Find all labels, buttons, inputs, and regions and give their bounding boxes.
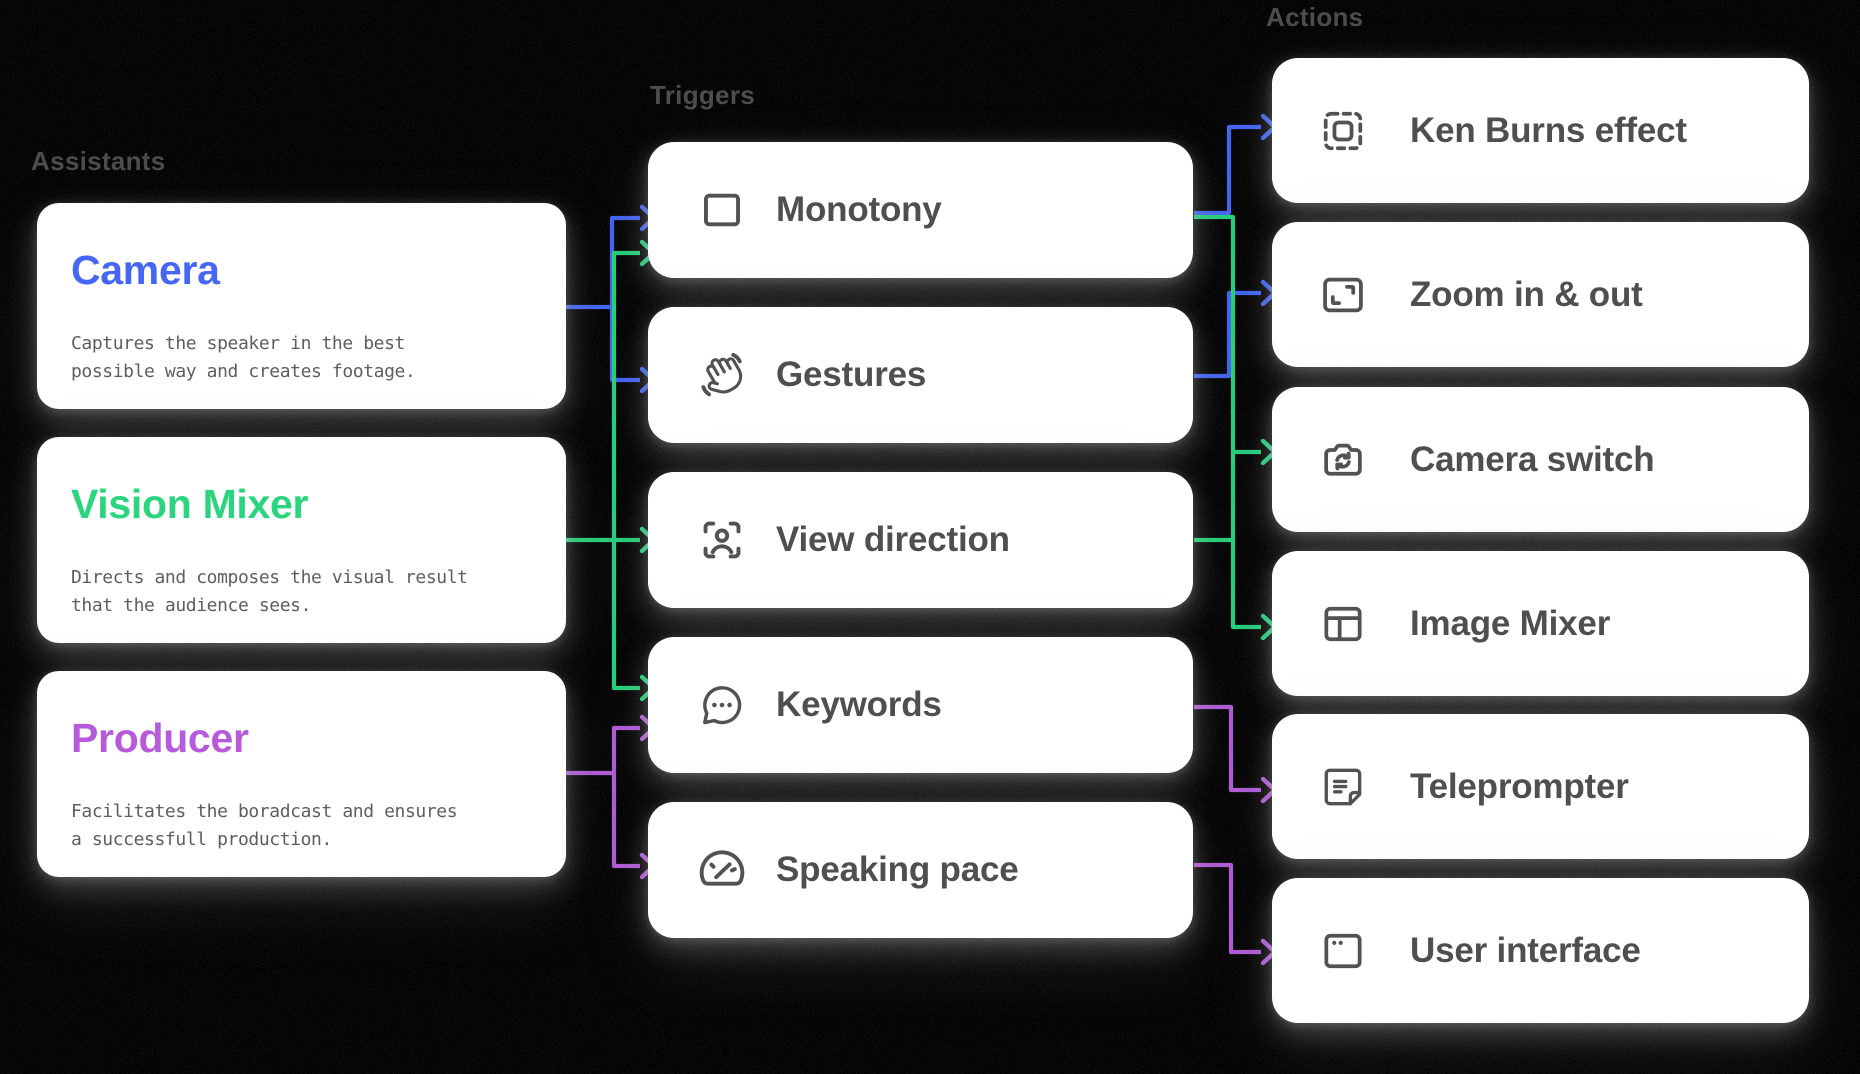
- action-label: Zoom in & out: [1410, 274, 1643, 314]
- browser-window-icon: [1318, 926, 1368, 976]
- camera-refresh-icon: [1318, 435, 1368, 485]
- trigger-label: Keywords: [776, 685, 942, 724]
- actions-heading: Actions: [1266, 2, 1364, 32]
- trigger-card-keywords: Keywords: [648, 637, 1193, 773]
- connector-producer-to-keywords: [566, 714, 657, 776]
- assistant-description: Directs and composes the visual result t…: [71, 567, 468, 616]
- chat-dots-icon: [696, 679, 748, 731]
- ken-burns-frame-icon: [1318, 106, 1368, 156]
- trigger-card-speaking-pace: Speaking pace: [648, 802, 1193, 938]
- triggers-heading: Triggers: [650, 80, 755, 110]
- gauge-icon: [696, 844, 748, 896]
- connector-speaking-pace-to-user-interface: [1194, 862, 1278, 966]
- action-card-zoom-in-out: Zoom in & out: [1272, 222, 1809, 367]
- waving-hand-icon: [696, 349, 748, 401]
- zoom-frame-icon: [1318, 270, 1368, 320]
- assistant-description: Facilitates the boradcast and ensures a …: [71, 801, 458, 850]
- action-card-ken-burns: Ken Burns effect: [1272, 58, 1809, 203]
- action-label: Teleprompter: [1410, 766, 1629, 806]
- trigger-label: Speaking pace: [776, 850, 1019, 889]
- note-lines-icon: [1318, 762, 1368, 812]
- action-label: Ken Burns effect: [1410, 110, 1687, 150]
- connector-gestures-to-zoom-in-out: [1194, 279, 1278, 379]
- action-label: Image Mixer: [1410, 603, 1611, 643]
- action-label: Camera switch: [1410, 439, 1655, 479]
- connector-vision-mixer-to-keywords: [611, 540, 657, 702]
- connector-producer-to-speaking-pace: [611, 773, 657, 880]
- action-card-camera-switch: Camera switch: [1272, 387, 1809, 532]
- connector-monotony-to-image-mixer: [1194, 214, 1278, 641]
- assistant-title: Camera: [71, 247, 220, 293]
- action-card-image-mixer: Image Mixer: [1272, 551, 1809, 696]
- action-card-user-interface: User interface: [1272, 878, 1809, 1023]
- action-card-teleprompter: Teleprompter: [1272, 714, 1809, 859]
- trigger-label: Monotony: [776, 190, 942, 229]
- face-scan-icon: [696, 514, 748, 566]
- action-label: User interface: [1410, 930, 1641, 970]
- trigger-label: View direction: [776, 520, 1010, 559]
- connector-keywords-to-teleprompter: [1194, 704, 1278, 804]
- assistants-heading: Assistants: [31, 146, 166, 176]
- assistant-description: Captures the speaker in the best possibl…: [71, 333, 416, 382]
- layout-panels-icon: [1318, 599, 1368, 649]
- connector-monotony-to-ken-burns: [1194, 113, 1278, 216]
- trigger-card-gestures: Gestures: [648, 307, 1193, 443]
- trigger-card-view-direction: View direction: [648, 472, 1193, 608]
- square-icon: [696, 184, 748, 236]
- assistant-title: Producer: [71, 715, 249, 761]
- trigger-card-monotony: Monotony: [648, 142, 1193, 278]
- trigger-label: Gestures: [776, 355, 927, 394]
- assistant-title: Vision Mixer: [71, 481, 309, 527]
- connector-vision-mixer-to-monotony: [611, 239, 657, 540]
